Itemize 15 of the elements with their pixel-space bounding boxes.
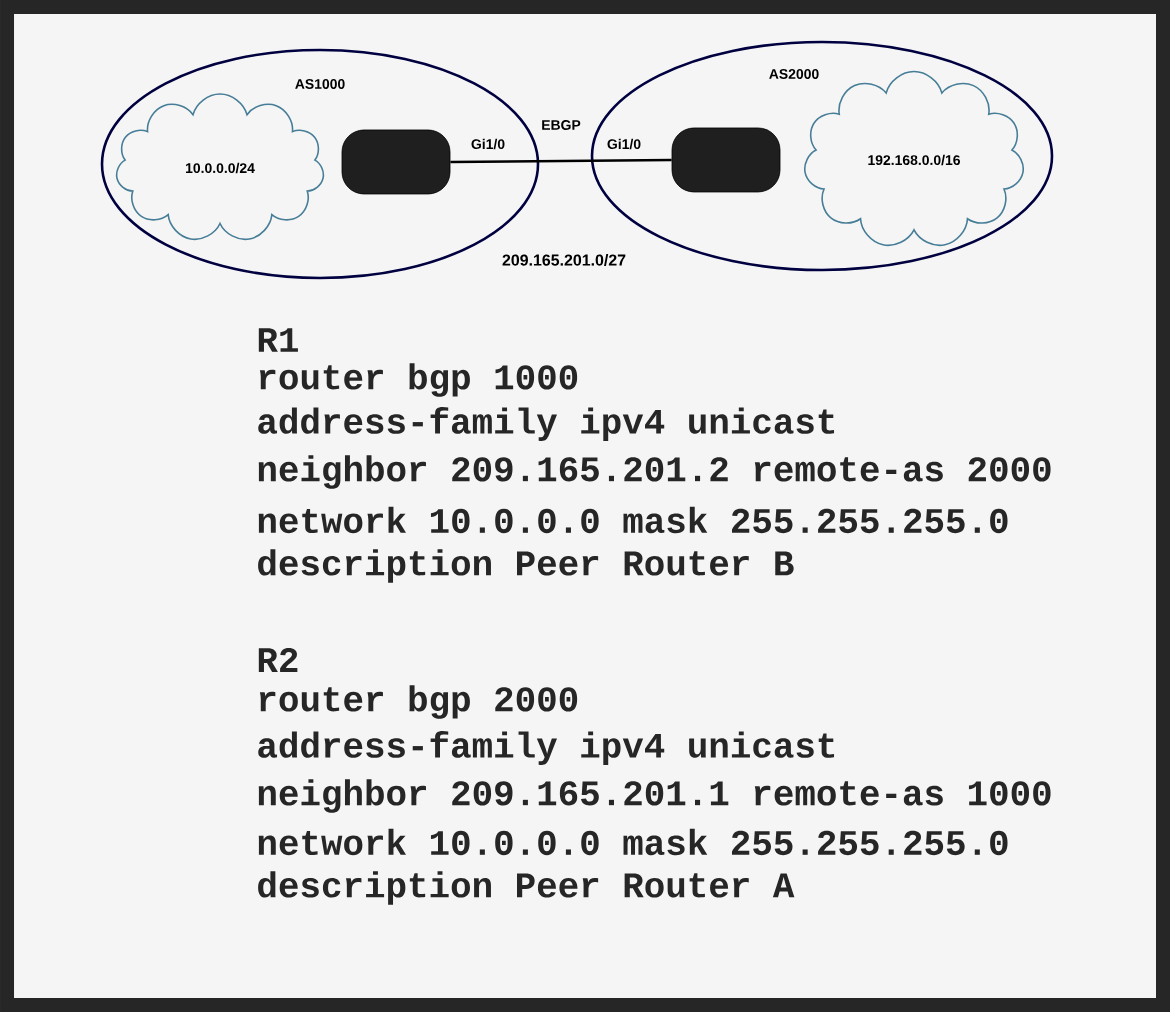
config-line: neighbor 209.165.201.1 remote-as 1000 — [258, 779, 1051, 813]
config-line: network 10.0.0.0 mask 255.255.255.0 — [258, 506, 1008, 534]
config-line: address-family ipv4 unicast — [258, 407, 835, 441]
router-icon — [671, 127, 781, 193]
config-line: description Peer Router A — [258, 871, 795, 905]
config-line: address-family ipv4 unicast — [258, 731, 835, 765]
config-line: neighbor 209.165.201.2 remote-as 2000 — [258, 455, 1051, 489]
link-line — [450, 158, 672, 164]
config-line: R2 — [258, 647, 298, 672]
config-line: router bgp 1000 — [259, 363, 578, 397]
config-line: network 10.0.0.0 mask 255.255.255.0 — [258, 828, 1008, 856]
config-line: description Peer Router B — [258, 549, 794, 583]
config-line: router bgp 2000 — [259, 685, 578, 719]
router-icon — [341, 129, 451, 195]
config-line: R1 — [258, 328, 298, 352]
